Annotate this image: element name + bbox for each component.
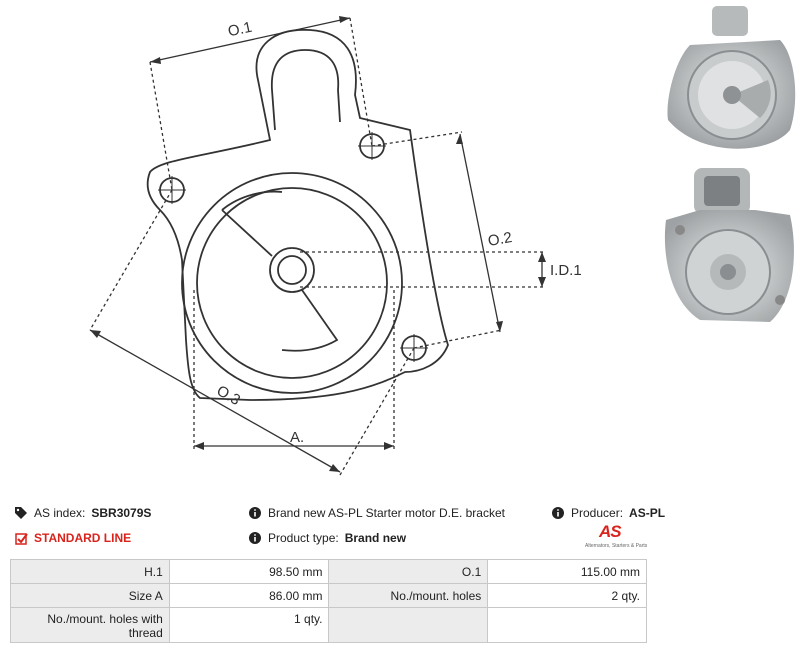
spec-table: H.1 98.50 mm O.1 115.00 mm Size A 86.00 … <box>10 559 647 643</box>
shaft-hole-inner <box>277 255 307 285</box>
bore-inner <box>196 187 388 379</box>
bracket-loop-inner <box>271 49 341 131</box>
producer-row: Producer: AS-PL <box>551 506 665 520</box>
product-type-value: Brand new <box>344 531 407 545</box>
checkbox-icon <box>14 531 28 545</box>
tag-icon <box>14 506 28 520</box>
spec-value <box>487 607 647 643</box>
bracket-photo-rear <box>664 168 794 322</box>
spec-label: No./mount. holes <box>328 583 489 608</box>
spec-value: 1 qty. <box>168 607 330 643</box>
spec-label <box>328 607 489 643</box>
bore-outer <box>181 172 403 394</box>
table-row: H.1 98.50 mm O.1 115.00 mm <box>10 559 647 584</box>
label-a: A. <box>290 429 304 446</box>
as-index-row: AS index: SBR3079S <box>14 506 151 520</box>
as-index-label: AS index: <box>34 506 86 520</box>
producer-label: Producer: <box>571 506 624 520</box>
spec-value: 86.00 mm <box>168 583 330 608</box>
description-text: Brand new AS-PL Starter motor D.E. brack… <box>268 506 505 520</box>
standard-line-row: STANDARD LINE <box>14 531 131 545</box>
spec-label: H.1 <box>10 559 170 584</box>
spec-value: 115.00 mm <box>487 559 647 584</box>
description-row: Brand new AS-PL Starter motor D.E. brack… <box>248 506 505 520</box>
label-o2: O.2 <box>487 229 514 250</box>
spec-label: O.1 <box>328 559 489 584</box>
bracket-photo-front <box>667 6 796 149</box>
product-type-row: Product type: Brand new <box>248 531 406 545</box>
shaft-hole-outer <box>269 247 315 293</box>
spec-label: Size A <box>10 583 170 608</box>
logo-mark: AS <box>599 522 622 541</box>
as-index-value: SBR3079S <box>91 506 152 520</box>
info-icon <box>248 506 262 520</box>
bracket-outline <box>146 29 449 401</box>
info-icon <box>551 506 565 520</box>
as-pl-logo: AS Alternators, Starters & Parts <box>585 522 655 552</box>
producer-value: AS-PL <box>629 506 666 520</box>
table-row: No./mount. holes with thread 1 qty. <box>10 607 647 643</box>
label-o3: O.3 <box>214 382 243 409</box>
spec-value: 2 qty. <box>487 583 647 608</box>
technical-drawing: O.1 O.2 I.D.1 O.3 A. <box>89 16 582 476</box>
spec-label: No./mount. holes with thread <box>10 607 170 643</box>
window-cutout <box>221 209 339 352</box>
table-row: Size A 86.00 mm No./mount. holes 2 qty. <box>10 583 647 608</box>
label-id1: I.D.1 <box>550 262 582 279</box>
label-o1: O.1 <box>226 19 253 41</box>
product-type-label: Product type: <box>268 531 339 545</box>
standard-line-label: STANDARD LINE <box>34 531 132 545</box>
spec-value: 98.50 mm <box>168 559 330 584</box>
info-icon <box>248 531 262 545</box>
logo-tagline: Alternators, Starters & Parts <box>585 543 648 549</box>
